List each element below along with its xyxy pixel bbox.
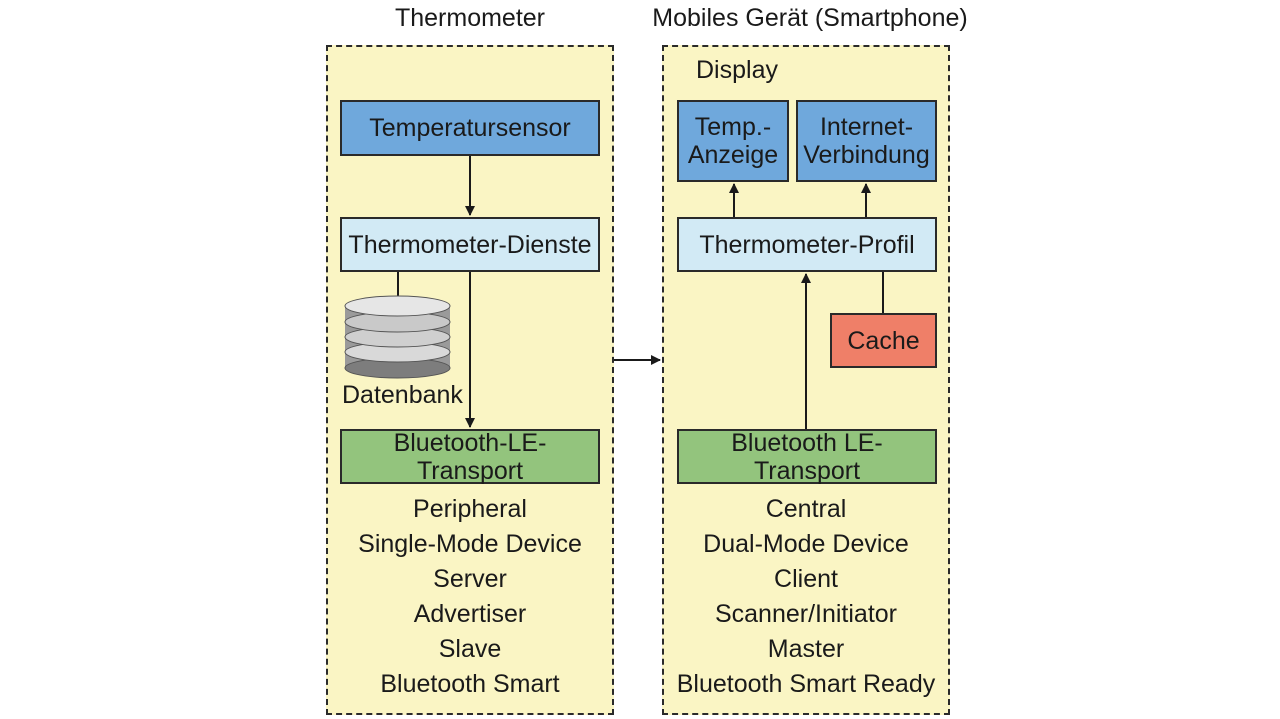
mobile-role: Bluetooth Smart Ready <box>676 670 936 698</box>
temperature-sensor-box: Temperatursensor <box>340 100 600 156</box>
mobile-roles-list: Central Dual-Mode Device Client Scanner/… <box>666 492 946 702</box>
cache-box: Cache <box>830 313 937 368</box>
thermometer-services-box: Thermometer-Dienste <box>340 217 600 272</box>
temp-display-line-2: Anzeige <box>687 141 779 169</box>
thermometer-transport-label: Bluetooth-LE-Transport <box>393 428 547 485</box>
mobile-role: Master <box>767 635 845 663</box>
display-label: Display <box>696 56 778 84</box>
temperature-sensor-label: Temperatursensor <box>369 114 571 142</box>
database-icon <box>344 295 451 379</box>
thermometer-title: Thermometer <box>394 4 546 32</box>
mobile-role: Scanner/Initiator <box>714 600 898 628</box>
thermometer-role: Slave <box>438 635 502 663</box>
mobile-role: Dual-Mode Device <box>703 530 909 558</box>
thermometer-role: Advertiser <box>413 600 527 628</box>
thermometer-services-label: Thermometer-Dienste <box>348 230 592 259</box>
mobile-role: Central <box>765 495 847 523</box>
mobile-role: Client <box>774 565 838 593</box>
temp-display-line-1: Temp.- <box>694 113 772 141</box>
thermometer-roles-list: Peripheral Single-Mode Device Server Adv… <box>330 492 610 702</box>
thermometer-profile-label: Thermometer-Profil <box>699 230 915 259</box>
thermometer-role: Peripheral <box>413 495 527 523</box>
mobile-transport-label: Bluetooth LE-Transport <box>731 428 883 485</box>
internet-connection-box: Internet- Verbindung <box>796 100 937 182</box>
internet-line-2: Verbindung <box>803 141 930 169</box>
thermometer-role: Bluetooth Smart <box>380 670 560 698</box>
thermometer-role: Single-Mode Device <box>358 530 582 558</box>
thermometer-profile-box: Thermometer-Profil <box>677 217 937 272</box>
temp-display-box: Temp.- Anzeige <box>677 100 789 182</box>
thermometer-role: Server <box>433 565 507 593</box>
mobile-transport-box: Bluetooth LE-Transport <box>677 428 937 485</box>
cache-label: Cache <box>847 326 920 355</box>
internet-line-1: Internet- <box>819 113 914 141</box>
thermometer-transport-box: Bluetooth-LE-Transport <box>340 428 600 485</box>
database-label: Datenbank <box>342 381 463 409</box>
mobile-title: Mobiles Gerät (Smartphone) <box>652 4 968 32</box>
